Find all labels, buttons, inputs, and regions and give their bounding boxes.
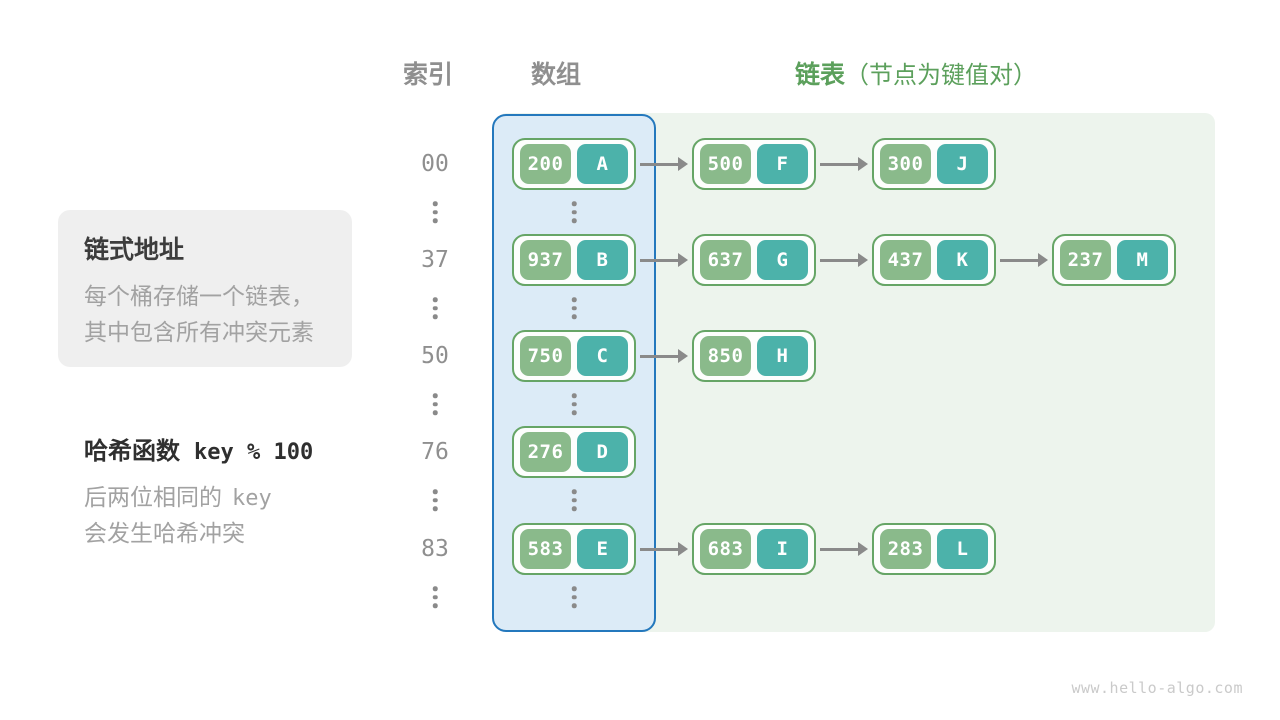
node-key: 437 bbox=[880, 240, 931, 280]
next-pointer-arrow bbox=[640, 542, 688, 556]
next-pointer-arrow bbox=[820, 157, 868, 171]
key-token: key bbox=[232, 486, 272, 511]
node-value: C bbox=[577, 336, 628, 376]
node-value: D bbox=[577, 432, 628, 472]
arrow-shaft bbox=[640, 162, 679, 166]
arrow-head-icon bbox=[858, 542, 868, 556]
node-value: G bbox=[757, 240, 808, 280]
index-ellipsis bbox=[432, 586, 438, 608]
hash-function-label: 哈希函数 bbox=[84, 438, 180, 465]
index-ellipsis bbox=[432, 489, 438, 511]
node-value: B bbox=[577, 240, 628, 280]
next-pointer-arrow bbox=[640, 253, 688, 267]
arrow-head-icon bbox=[858, 253, 868, 267]
node-value: L bbox=[937, 529, 988, 569]
node-key: 850 bbox=[700, 336, 751, 376]
node-key: 500 bbox=[700, 144, 751, 184]
column-header-index: 索引 bbox=[402, 61, 453, 89]
node-value: H bbox=[757, 336, 808, 376]
array-ellipsis bbox=[571, 489, 577, 511]
panel-title: 链式地址 bbox=[84, 236, 185, 264]
arrow-head-icon bbox=[678, 157, 688, 171]
node-value: F bbox=[757, 144, 808, 184]
arrow-head-icon bbox=[858, 157, 868, 171]
index-label: 83 bbox=[421, 536, 449, 562]
next-pointer-arrow bbox=[820, 253, 868, 267]
array-ellipsis bbox=[571, 393, 577, 415]
node-value: I bbox=[757, 529, 808, 569]
index-label: 50 bbox=[421, 343, 449, 369]
node-key: 283 bbox=[880, 529, 931, 569]
linked-list-note: （节点为键值对） bbox=[845, 62, 1038, 89]
array-ellipsis bbox=[571, 586, 577, 608]
node-key: 583 bbox=[520, 529, 571, 569]
node-key: 200 bbox=[520, 144, 571, 184]
next-pointer-arrow bbox=[1000, 253, 1048, 267]
index-label: 00 bbox=[421, 151, 449, 177]
array-ellipsis bbox=[571, 201, 577, 223]
node-value: K bbox=[937, 240, 988, 280]
hash-function-formula: key % 100 bbox=[194, 440, 314, 465]
column-header-array: 数组 bbox=[530, 61, 581, 89]
panel-description-line-1: 每个桶存储一个链表， bbox=[84, 283, 314, 309]
next-pointer-arrow bbox=[820, 542, 868, 556]
node-key: 300 bbox=[880, 144, 931, 184]
next-pointer-arrow bbox=[640, 349, 688, 363]
index-ellipsis bbox=[432, 393, 438, 415]
node-key: 683 bbox=[700, 529, 751, 569]
index-label: 76 bbox=[421, 439, 449, 465]
node-value: E bbox=[577, 529, 628, 569]
index-ellipsis bbox=[432, 201, 438, 223]
arrow-head-icon bbox=[678, 542, 688, 556]
index-ellipsis bbox=[432, 297, 438, 319]
node-key: 750 bbox=[520, 336, 571, 376]
array-ellipsis bbox=[571, 297, 577, 319]
node-key: 276 bbox=[520, 432, 571, 472]
arrow-head-icon bbox=[678, 349, 688, 363]
column-header-linked-list: 链表（节点为键值对） bbox=[795, 55, 1037, 91]
arrow-head-icon bbox=[1038, 253, 1048, 267]
arrow-head-icon bbox=[678, 253, 688, 267]
arrow-shaft bbox=[640, 258, 679, 262]
node-key: 237 bbox=[1060, 240, 1111, 280]
arrow-shaft bbox=[820, 258, 859, 262]
panel-description-line-2: 其中包含所有冲突元素 bbox=[84, 319, 314, 345]
chaining-info-panel: 链式地址 每个桶存储一个链表， 其中包含所有冲突元素 bbox=[58, 210, 352, 367]
arrow-shaft bbox=[1000, 258, 1039, 262]
index-label: 37 bbox=[421, 247, 449, 273]
hash-function-title: 哈希函数 key % 100 bbox=[84, 431, 313, 466]
linked-list-title: 链表 bbox=[795, 61, 846, 89]
hash-note-line-2: 会发生哈希冲突 bbox=[84, 520, 245, 546]
watermark: www.hello-algo.com bbox=[1071, 679, 1243, 697]
node-key: 637 bbox=[700, 240, 751, 280]
node-value: J bbox=[937, 144, 988, 184]
arrow-shaft bbox=[640, 547, 679, 551]
arrow-shaft bbox=[820, 162, 859, 166]
node-value: M bbox=[1117, 240, 1168, 280]
node-value: A bbox=[577, 144, 628, 184]
arrow-shaft bbox=[820, 547, 859, 551]
node-key: 937 bbox=[520, 240, 571, 280]
arrow-shaft bbox=[640, 354, 679, 358]
next-pointer-arrow bbox=[640, 157, 688, 171]
